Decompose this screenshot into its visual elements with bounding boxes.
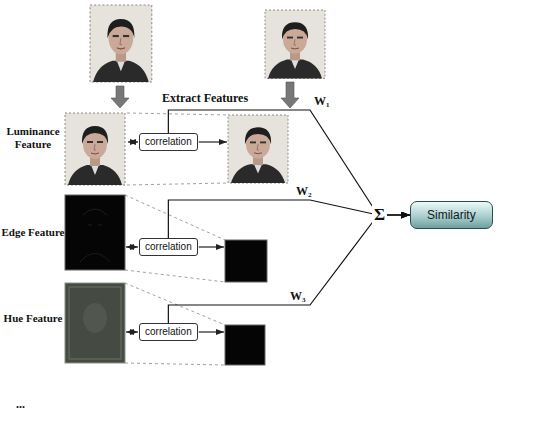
weight-label: W₁ [314,94,330,108]
projection-line [125,113,228,365]
similarity-box: Similarity [410,201,493,229]
hue-image-detail [69,287,121,359]
face-photo [265,10,325,78]
weighted-connector [168,200,410,238]
ellipsis-label: ... [16,397,25,411]
feature-label: Edge Feature [1,226,65,239]
extract-arrow [111,82,299,108]
sum-symbol: Σ [372,205,387,225]
node-text: correlation [145,241,192,253]
node-text: correlation [145,326,192,338]
correlation-box: correlation [139,133,198,151]
hue-image-detail [83,303,107,333]
face-photo [90,5,152,82]
edge-image [65,195,125,270]
luminance-image [228,115,288,183]
weighted-connector [168,110,410,215]
hue-image [225,325,265,365]
weight-label: W₃ [290,289,306,303]
feature-label: Luminance Feature [1,125,65,151]
edge-trace [80,209,110,262]
correlation-box: correlation [139,323,198,341]
correlation-box: correlation [139,238,198,256]
edge-image [225,240,267,282]
feature-label: Hue Feature [1,312,65,325]
correlation-arrow [126,142,227,332]
luminance-image [65,113,125,185]
node-text: correlation [145,136,192,148]
weighted-connector [168,215,410,323]
step-label: Extract Features [162,91,248,105]
weight-label: W₂ [296,184,312,198]
hue-image [65,283,125,363]
node-text: Similarity [427,208,476,222]
